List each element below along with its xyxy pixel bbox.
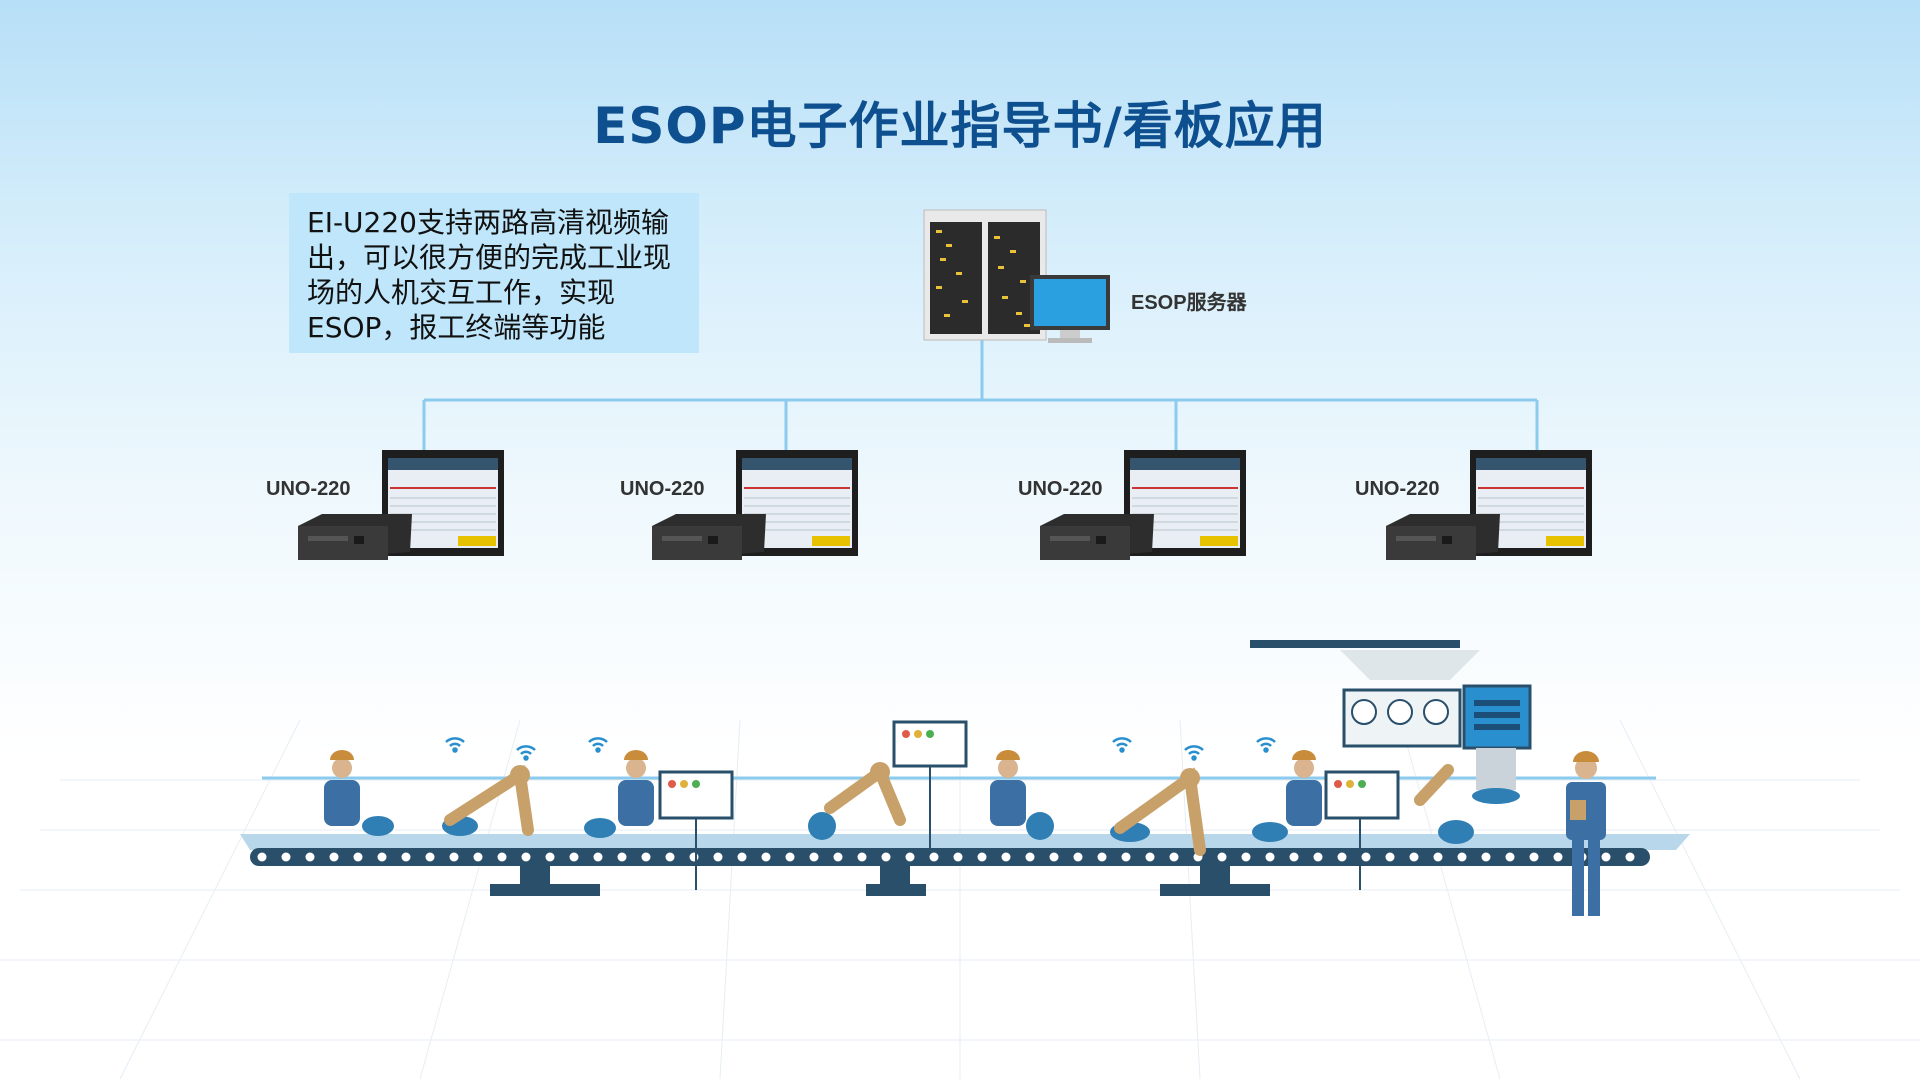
industrial-pc-icon: [652, 514, 766, 560]
industrial-pc-icon: [1040, 514, 1154, 560]
device-group-1: [298, 450, 504, 560]
roller: [737, 852, 747, 862]
roller: [1073, 852, 1083, 862]
industrial-pc-icon: [1386, 514, 1500, 560]
roller: [1409, 852, 1419, 862]
roller: [569, 852, 579, 862]
roller: [1121, 852, 1131, 862]
roller: [1097, 852, 1107, 862]
roller: [617, 852, 627, 862]
roller: [713, 852, 723, 862]
roller: [473, 852, 483, 862]
roller: [761, 852, 771, 862]
roller: [641, 852, 651, 862]
roller: [1265, 852, 1275, 862]
roller: [809, 852, 819, 862]
conveyor-belt-icon: [240, 834, 1690, 896]
roller: [449, 852, 459, 862]
roller: [665, 852, 675, 862]
roller: [593, 852, 603, 862]
roller: [1049, 852, 1059, 862]
roller: [281, 852, 291, 862]
server-label: ESOP服务器: [1131, 292, 1247, 314]
device-group-4: [1386, 450, 1592, 560]
roller: [1625, 852, 1635, 862]
roller: [1025, 852, 1035, 862]
roller: [1241, 852, 1251, 862]
roller: [401, 852, 411, 862]
roller: [545, 852, 555, 862]
desktop-computer-icon: [1030, 275, 1110, 343]
roller: [785, 852, 795, 862]
roller: [1289, 852, 1299, 862]
roller: [377, 852, 387, 862]
roller: [1385, 852, 1395, 862]
roller: [1145, 852, 1155, 862]
roller: [425, 852, 435, 862]
device-group-2: [652, 450, 858, 560]
device-label: UNO-220: [266, 478, 351, 500]
device-label: UNO-220: [1018, 478, 1103, 500]
roller: [881, 852, 891, 862]
roller: [929, 852, 939, 862]
roller: [497, 852, 507, 862]
roller: [1169, 852, 1179, 862]
roller: [977, 852, 987, 862]
roller: [521, 852, 531, 862]
page-title: ESOP电子作业指导书/看板应用: [593, 97, 1327, 155]
roller: [1481, 852, 1491, 862]
server-rack-icon: [923, 209, 1047, 341]
factory-line: [240, 640, 1690, 916]
roller: [1361, 852, 1371, 862]
roller: [257, 852, 267, 862]
supervisor-icon: [1566, 751, 1606, 916]
roller: [689, 852, 699, 862]
roller: [1433, 852, 1443, 862]
device-group-3: [1040, 450, 1246, 560]
worker-icon: [324, 750, 1322, 826]
roller: [305, 852, 315, 862]
roller: [1529, 852, 1539, 862]
dashboard-panel-icon: [658, 720, 1400, 890]
roller: [953, 852, 963, 862]
roller: [1505, 852, 1515, 862]
roller: [1217, 852, 1227, 862]
roller: [1313, 852, 1323, 862]
roller: [1601, 852, 1611, 862]
roller: [833, 852, 843, 862]
device-label: UNO-220: [1355, 478, 1440, 500]
description-box: EI-U220支持两路高清视频输出，可以很方便的完成工业现场的人机交互工作，实现…: [289, 193, 699, 353]
roller: [353, 852, 363, 862]
roller: [905, 852, 915, 862]
roller: [1337, 852, 1347, 862]
industrial-pc-icon: [298, 514, 412, 560]
roller: [329, 852, 339, 862]
device-label: UNO-220: [620, 478, 705, 500]
roller: [1457, 852, 1467, 862]
roller: [1001, 852, 1011, 862]
roller: [857, 852, 867, 862]
floor-grid: [0, 719, 1920, 1079]
control-panel-icon: [1250, 640, 1532, 804]
connection-lines: [422, 340, 1539, 455]
roller: [1553, 852, 1563, 862]
